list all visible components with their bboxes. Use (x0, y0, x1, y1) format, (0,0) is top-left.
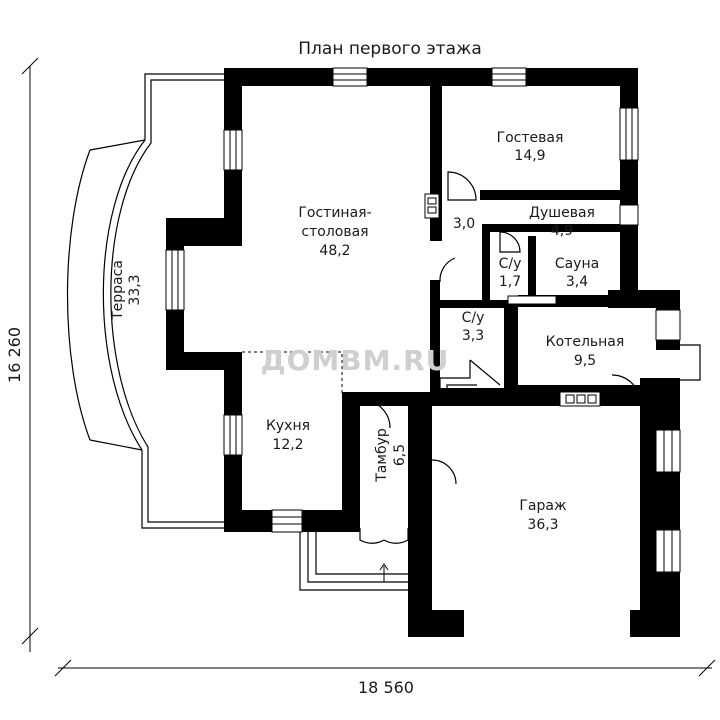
svg-text:Терраса: Терраса (110, 260, 126, 321)
svg-text:4,9: 4,9 (551, 223, 573, 239)
windows (165, 67, 681, 573)
width-dimension-label: 18 560 (358, 678, 414, 697)
svg-text:9,5: 9,5 (574, 353, 596, 369)
svg-text:Тамбур: Тамбур (374, 428, 390, 483)
svg-text:Сауна: Сауна (555, 256, 599, 272)
svg-text:С/у: С/у (462, 310, 485, 326)
svg-text:Гостиная-: Гостиная- (298, 205, 371, 221)
room-label-hall: 3,0 (453, 216, 475, 232)
plan-title: План первого этажа (298, 39, 482, 59)
svg-text:1,7: 1,7 (499, 274, 521, 290)
room-label-tambour: Тамбур 6,5 (374, 428, 408, 483)
watermark: ДОМВМ.RU (261, 344, 450, 377)
svg-text:36,3: 36,3 (527, 517, 558, 533)
svg-text:48,2: 48,2 (319, 243, 350, 259)
porch-outline (299, 528, 411, 591)
terrace-outline (66, 73, 228, 529)
svg-text:14,9: 14,9 (514, 148, 545, 164)
stairs (439, 359, 501, 395)
room-label-terrace: Терраса 33,3 (110, 260, 143, 321)
svg-text:Котельная: Котельная (546, 334, 625, 350)
room-label-kitchen: Кухня 12,2 (266, 418, 310, 453)
svg-text:Гараж: Гараж (519, 498, 567, 514)
svg-text:12,2: 12,2 (272, 437, 303, 453)
room-label-living: Гостиная- столовая 48,2 (298, 205, 371, 259)
room-label-wc-small: С/у 1,7 (499, 256, 522, 290)
svg-text:Гостевая: Гостевая (497, 130, 564, 146)
height-dimension-line (21, 57, 39, 652)
room-label-wc: С/у 3,3 (462, 310, 485, 344)
svg-text:3,3: 3,3 (462, 328, 484, 344)
room-label-shower: Душевая 4,9 (529, 205, 595, 239)
height-dimension-label: 16 260 (5, 327, 24, 383)
svg-text:3,0: 3,0 (453, 216, 475, 232)
doors (359, 171, 701, 544)
svg-text:3,4: 3,4 (566, 274, 588, 290)
svg-text:33,3: 33,3 (127, 274, 143, 305)
entry-arrow-icon (379, 563, 389, 582)
svg-text:Душевая: Душевая (529, 205, 595, 221)
svg-text:столовая: столовая (301, 224, 368, 240)
room-label-garage: Гараж 36,3 (519, 498, 567, 533)
room-label-sauna: Сауна 3,4 (555, 256, 599, 290)
svg-text:6,5: 6,5 (392, 444, 408, 466)
width-dimension-line (54, 659, 716, 677)
fixtures (424, 193, 601, 407)
svg-text:С/у: С/у (499, 256, 522, 272)
svg-text:Кухня: Кухня (266, 418, 310, 434)
kitchen-boundary (242, 351, 343, 395)
room-label-boiler: Котельная 9,5 (546, 334, 625, 369)
room-label-guest: Гостевая 14,9 (497, 130, 564, 164)
